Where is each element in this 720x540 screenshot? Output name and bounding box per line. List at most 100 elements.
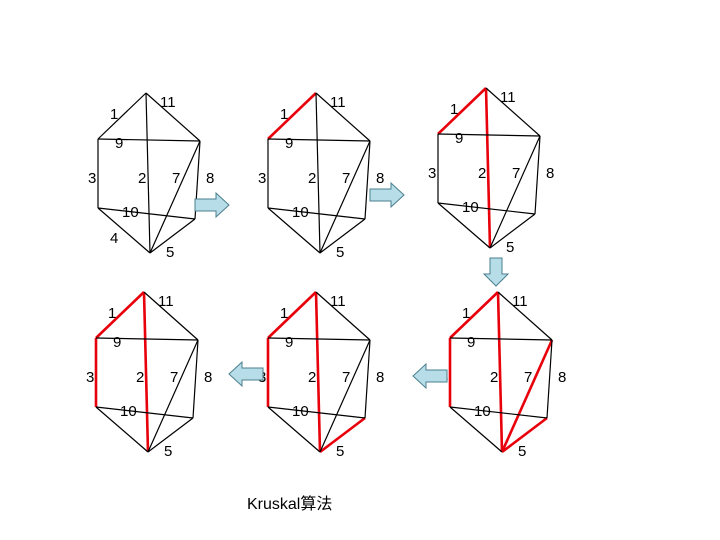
selected-edge-e5 bbox=[500, 339, 554, 453]
edge-weight-label: 5 bbox=[166, 244, 174, 261]
edge-weight-label: 7 bbox=[342, 369, 350, 386]
edge-e11 bbox=[497, 291, 553, 341]
edge-e8 bbox=[546, 339, 553, 419]
edge-weight-label: 10 bbox=[462, 199, 479, 216]
edge-e4b bbox=[267, 406, 321, 453]
edge-e5 bbox=[149, 140, 201, 254]
edge-e4b bbox=[267, 207, 321, 254]
edge-e11 bbox=[315, 92, 371, 142]
edge-e5 bbox=[319, 339, 371, 453]
edge-weight-label: 1 bbox=[450, 101, 458, 118]
edge-weight-label: 8 bbox=[376, 369, 384, 386]
edge-e4 bbox=[149, 218, 196, 254]
edge-e2 bbox=[315, 92, 321, 254]
edge-e9 bbox=[437, 133, 541, 137]
edge-weight-label: 11 bbox=[158, 293, 174, 310]
edge-e8 bbox=[534, 135, 541, 215]
edge-weight-label: 8 bbox=[204, 369, 212, 386]
edge-e11 bbox=[485, 87, 541, 137]
edge-weight-label: 7 bbox=[172, 170, 180, 187]
selected-edge-e1 bbox=[267, 92, 317, 140]
edge-weight-label: 2 bbox=[478, 165, 486, 182]
edge-weight-label: 7 bbox=[524, 369, 532, 386]
edge-e9 bbox=[97, 138, 201, 142]
edge-e4b bbox=[95, 406, 149, 453]
edge-e5 bbox=[147, 339, 199, 453]
caption: Kruskal算法 bbox=[247, 496, 333, 513]
edge-e10 bbox=[449, 406, 548, 419]
edge-weight-label: 3 bbox=[258, 170, 266, 187]
edge-weight-label: 5 bbox=[336, 443, 344, 460]
edge-weight-label: 5 bbox=[506, 239, 514, 256]
edge-e9 bbox=[95, 337, 199, 341]
selected-edge-e1 bbox=[437, 87, 487, 135]
edge-e4 bbox=[319, 218, 366, 254]
edge-e9 bbox=[267, 337, 371, 341]
edge-e10 bbox=[267, 207, 366, 220]
selected-edge-e2 bbox=[496, 291, 504, 453]
edge-e1 bbox=[97, 92, 147, 140]
edge-weight-label: 9 bbox=[467, 334, 475, 351]
edge-e10 bbox=[267, 406, 366, 419]
edge-weight-label: 10 bbox=[122, 204, 139, 221]
edge-weight-label: 9 bbox=[455, 130, 463, 147]
arrow-5-to-6-icon bbox=[228, 360, 264, 388]
edge-weight-label: 9 bbox=[113, 334, 121, 351]
arrow-1-to-2-icon bbox=[194, 191, 230, 219]
edge-weight-label: 5 bbox=[164, 443, 172, 460]
edge-weight-label: 10 bbox=[474, 403, 491, 420]
edge-weight-label: 3 bbox=[86, 369, 94, 386]
edge-weight-label: 2 bbox=[138, 170, 146, 187]
edge-e8 bbox=[364, 339, 371, 419]
edge-weight-label: 9 bbox=[285, 334, 293, 351]
edge-weight-label: 2 bbox=[490, 369, 498, 386]
edge-weight-label: 9 bbox=[285, 135, 293, 152]
edge-weight-label: 1 bbox=[108, 305, 116, 322]
arrow-2-to-3-icon bbox=[369, 181, 405, 209]
edge-weight-label: 4 bbox=[110, 230, 118, 247]
edge-e10 bbox=[437, 202, 536, 215]
edge-weight-label: 7 bbox=[342, 170, 350, 187]
edge-weight-label: 2 bbox=[308, 170, 316, 187]
edge-weight-label: 2 bbox=[308, 369, 316, 386]
edge-e4b bbox=[449, 406, 503, 453]
edge-e8 bbox=[192, 339, 199, 419]
edge-weight-label: 11 bbox=[512, 293, 528, 310]
edge-e4b bbox=[437, 202, 491, 249]
edge-weight-label: 10 bbox=[292, 204, 309, 221]
edge-weight-label: 5 bbox=[336, 244, 344, 261]
edge-weight-label: 2 bbox=[136, 369, 144, 386]
edge-e4b bbox=[97, 207, 151, 254]
edge-weight-label: 3 bbox=[88, 170, 96, 187]
edge-e5 bbox=[489, 135, 541, 249]
edge-weight-label: 8 bbox=[558, 369, 566, 386]
edge-e2 bbox=[145, 92, 151, 254]
edge-e4 bbox=[489, 213, 536, 249]
edge-weight-label: 7 bbox=[512, 165, 520, 182]
edge-e11 bbox=[143, 291, 199, 341]
edge-e4 bbox=[147, 417, 194, 453]
edge-weight-label: 11 bbox=[330, 293, 346, 310]
edge-e11 bbox=[315, 291, 371, 341]
edge-weight-label: 8 bbox=[546, 165, 554, 182]
edge-weight-label: 11 bbox=[500, 89, 516, 106]
edge-weight-label: 1 bbox=[280, 106, 288, 123]
edge-e9 bbox=[449, 337, 553, 341]
edge-weight-label: 3 bbox=[428, 165, 436, 182]
selected-edge-e2 bbox=[484, 87, 492, 249]
selected-edge-e4 bbox=[501, 416, 548, 454]
edge-weight-label: 7 bbox=[170, 369, 178, 386]
selected-edge-e4 bbox=[319, 416, 366, 454]
edge-weight-label: 1 bbox=[110, 106, 118, 123]
edge-weight-label: 8 bbox=[376, 170, 384, 187]
edge-e10 bbox=[97, 207, 196, 220]
selected-edge-e2 bbox=[314, 291, 322, 453]
edge-e10 bbox=[95, 406, 194, 419]
edge-weight-label: 11 bbox=[330, 94, 346, 111]
selected-edge-e1 bbox=[449, 291, 499, 339]
edge-weight-label: 1 bbox=[280, 305, 288, 322]
